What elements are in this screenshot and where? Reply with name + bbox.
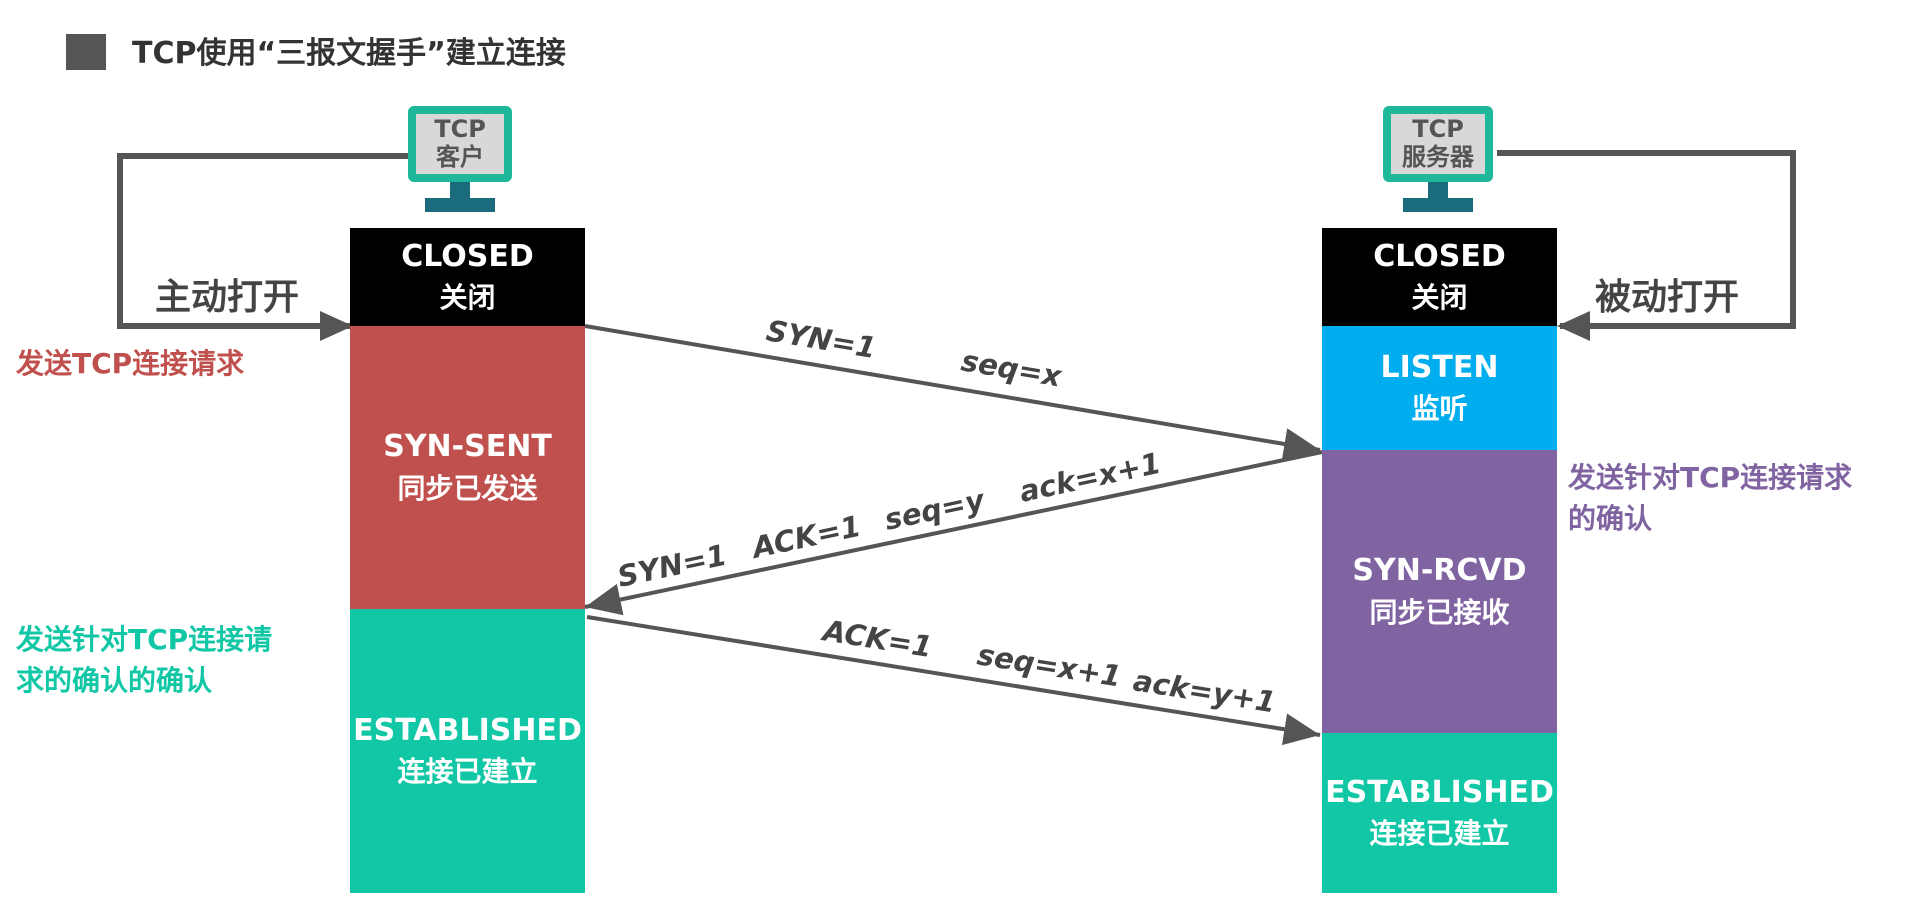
m1-seq-label: seq=x xyxy=(959,343,1065,393)
server-annotation-ack: 发送针对TCP连接请求 的确认 xyxy=(1568,458,1852,539)
title-bullet xyxy=(66,34,106,70)
message-2-arrow xyxy=(584,450,1323,616)
client-device-label-2: 客户 xyxy=(436,143,484,171)
server-computer-icon: TCP 服务器 xyxy=(1383,106,1493,212)
server-state-syn-rcvd: SYN-RCVD 同步已接收 xyxy=(1322,450,1557,733)
client-annotation-connection-request: 发送TCP连接请求 xyxy=(16,347,245,380)
client-state-established: ESTABLISHED 连接已建立 xyxy=(350,609,585,893)
m3-ack-label: ack=y+1 xyxy=(1131,663,1278,719)
client-state-closed: CLOSED 关闭 xyxy=(350,228,585,326)
m2-seq-label: seq=y xyxy=(881,482,988,536)
client-annotation-ack-of-ack-line-1: 发送针对TCP连接请 xyxy=(16,623,273,656)
server-annotation-ack-line-1: 发送针对TCP连接请求 xyxy=(1568,461,1853,494)
client-active-open-label: 主动打开 xyxy=(155,277,300,318)
server-device-label-1: TCP xyxy=(1412,115,1464,144)
server-state-established: ESTABLISHED 连接已建立 xyxy=(1322,733,1557,893)
server-open-arrow xyxy=(1497,150,1796,341)
server-state-listen: LISTEN 监听 xyxy=(1322,326,1557,450)
message-3-arrow xyxy=(586,615,1321,746)
client-device-label-1: TCP xyxy=(434,115,486,144)
client-state-syn-sent: SYN-SENT 同步已发送 xyxy=(350,326,585,609)
page-title: TCP使用“三报文握手”建立连接 xyxy=(132,36,566,71)
server-annotation-ack-line-2: 的确认 xyxy=(1568,501,1653,535)
client-annotation-ack-of-ack-line-2: 求的确认的确认 xyxy=(16,663,213,697)
server-state-closed: CLOSED 关闭 xyxy=(1322,228,1557,326)
server-passive-open-label: 被动打开 xyxy=(1595,277,1740,318)
m2-ackflag-label: ACK=1 xyxy=(747,509,863,566)
m3-seq-label: seq=x+1 xyxy=(975,637,1124,693)
client-annotation-ack-of-ack: 发送针对TCP连接请 求的确认的确认 xyxy=(16,620,272,701)
client-computer-icon: TCP 客户 xyxy=(408,106,512,212)
m2-syn-label: SYN=1 xyxy=(614,538,729,594)
client-open-arrow xyxy=(117,153,410,341)
server-device-label-2: 服务器 xyxy=(1402,143,1474,171)
message-1-arrow xyxy=(584,324,1321,460)
